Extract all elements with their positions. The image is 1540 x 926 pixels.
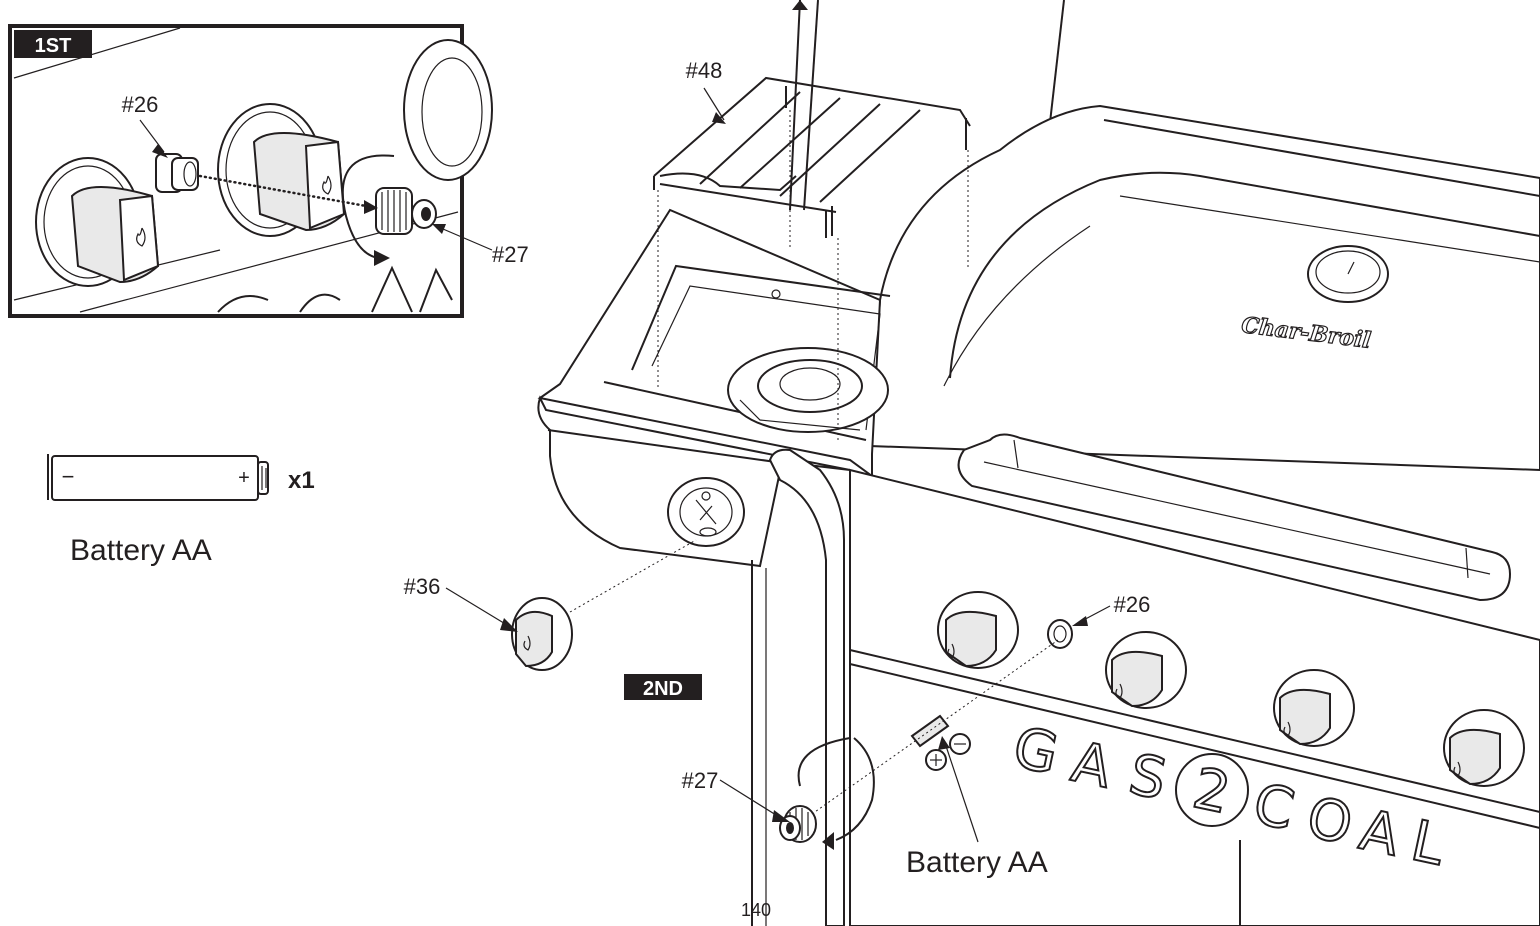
step-1-label: 1ST [35,35,72,57]
battery-callout-label: Battery AA [906,846,1048,879]
part-label-26: #26 [1114,592,1151,617]
grill-knob-4 [1443,709,1525,787]
battery-plus-sign: + [238,467,250,489]
part-label-27: #27 [682,768,719,793]
battery-quantity: x1 [288,467,315,494]
grill-illustration: Char-Broil [537,0,1540,926]
inset-step-1 [8,24,493,318]
part-label-48: #48 [686,58,723,83]
inset-knob-middle [217,103,346,237]
panel-letter-a: A [1066,730,1117,802]
inset-bezel-nut-icon [155,153,199,193]
grill-knob-2 [1105,631,1187,709]
grill-handle [957,433,1512,602]
inset-knob-right [403,39,493,181]
battery-minus-sign: − [62,464,75,489]
part-label-26-inset: #26 [122,92,159,117]
small-battery-icon [910,714,971,771]
step-2-label: 2ND [643,678,683,700]
step-1-badge: 1ST [14,30,92,58]
part-label-36: #36 [404,574,441,599]
side-burner-bezel-icon [667,477,745,547]
side-knob-icon [511,597,573,671]
panel-number-2: 2 [1188,756,1236,827]
step-2-badge: 2ND [624,674,702,700]
warming-rack-icon [653,76,971,440]
bezel-nut-icon [1047,619,1073,649]
battery-legend-label: Battery AA [70,534,212,567]
page-number: 140 [741,900,771,920]
inset-electrode-icon [375,187,437,235]
battery-icon: − + [47,454,269,501]
thermometer-icon [1307,245,1389,303]
grill-knob-1 [937,591,1019,669]
electrode-icon [779,805,817,843]
inset-knob-left [35,157,160,287]
grill-knob-3 [1273,669,1355,747]
gas2coal-logo: G A S 2 C O A L [1007,714,1451,879]
part-label-27-inset: #27 [492,242,529,267]
